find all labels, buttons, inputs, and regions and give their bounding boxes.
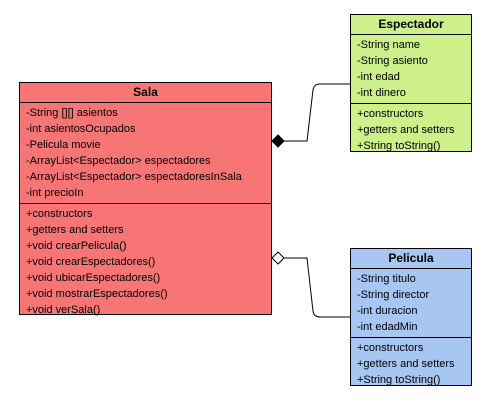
class-name: Pelicula bbox=[351, 249, 471, 269]
class-name: Sala bbox=[20, 83, 271, 103]
class-espectador[interactable]: Espectador -String name -String asiento … bbox=[350, 14, 472, 152]
method: +String toString() bbox=[357, 140, 441, 152]
attribute: -int duracion bbox=[357, 305, 418, 317]
method: +constructors bbox=[26, 208, 93, 220]
class-name: Espectador bbox=[351, 15, 471, 35]
attribute: -String [][] asientos bbox=[26, 107, 118, 119]
method: +constructors bbox=[357, 108, 424, 120]
method: +getters and setters bbox=[357, 124, 455, 136]
attribute: -int precioIn bbox=[26, 187, 84, 199]
methods-section: +constructors +getters and setters +void… bbox=[20, 203, 271, 320]
method: +getters and setters bbox=[357, 358, 455, 370]
class-sala[interactable]: Sala -String [][] asientos -int asientos… bbox=[19, 82, 272, 316]
method: +String toString() bbox=[357, 374, 441, 386]
method: +constructors bbox=[357, 342, 424, 354]
methods-section: +constructors +getters and setters +Stri… bbox=[351, 337, 471, 390]
attribute: -String titulo bbox=[357, 273, 416, 285]
method: +getters and setters bbox=[26, 224, 124, 236]
composition-line-espectador bbox=[284, 83, 350, 142]
attribute: -String director bbox=[357, 289, 430, 301]
attribute: -String name bbox=[357, 39, 420, 51]
attribute: -Pelicula movie bbox=[26, 139, 101, 151]
aggregation-line-pelicula bbox=[284, 257, 350, 318]
method: +void mostrarEspectadores() bbox=[26, 288, 168, 300]
attributes-section: -String titulo -String director -int dur… bbox=[351, 269, 471, 337]
attributes-section: -String name -String asiento -int edad -… bbox=[351, 35, 471, 103]
attribute: -int edad bbox=[357, 71, 400, 83]
composition-diamond-icon bbox=[271, 134, 285, 148]
attribute: -String asiento bbox=[357, 55, 428, 67]
method: +void verSala() bbox=[26, 304, 101, 316]
method: +void ubicarEspectadores() bbox=[26, 272, 161, 284]
attribute: -ArrayList<Espectador> espectadoresInSal… bbox=[26, 171, 242, 183]
attribute: -int edadMin bbox=[357, 321, 418, 333]
class-pelicula[interactable]: Pelicula -String titulo -String director… bbox=[350, 248, 472, 386]
methods-section: +constructors +getters and setters +Stri… bbox=[351, 103, 471, 156]
attribute: -int asientosOcupados bbox=[26, 123, 136, 135]
attribute: -int dinero bbox=[357, 87, 406, 99]
method: +void crearPelicula() bbox=[26, 240, 127, 252]
attributes-section: -String [][] asientos -int asientosOcupa… bbox=[20, 103, 271, 203]
aggregation-diamond-icon bbox=[271, 251, 285, 265]
attribute: -ArrayList<Espectador> espectadores bbox=[26, 155, 211, 167]
method: +void crearEspectadores() bbox=[26, 256, 156, 268]
